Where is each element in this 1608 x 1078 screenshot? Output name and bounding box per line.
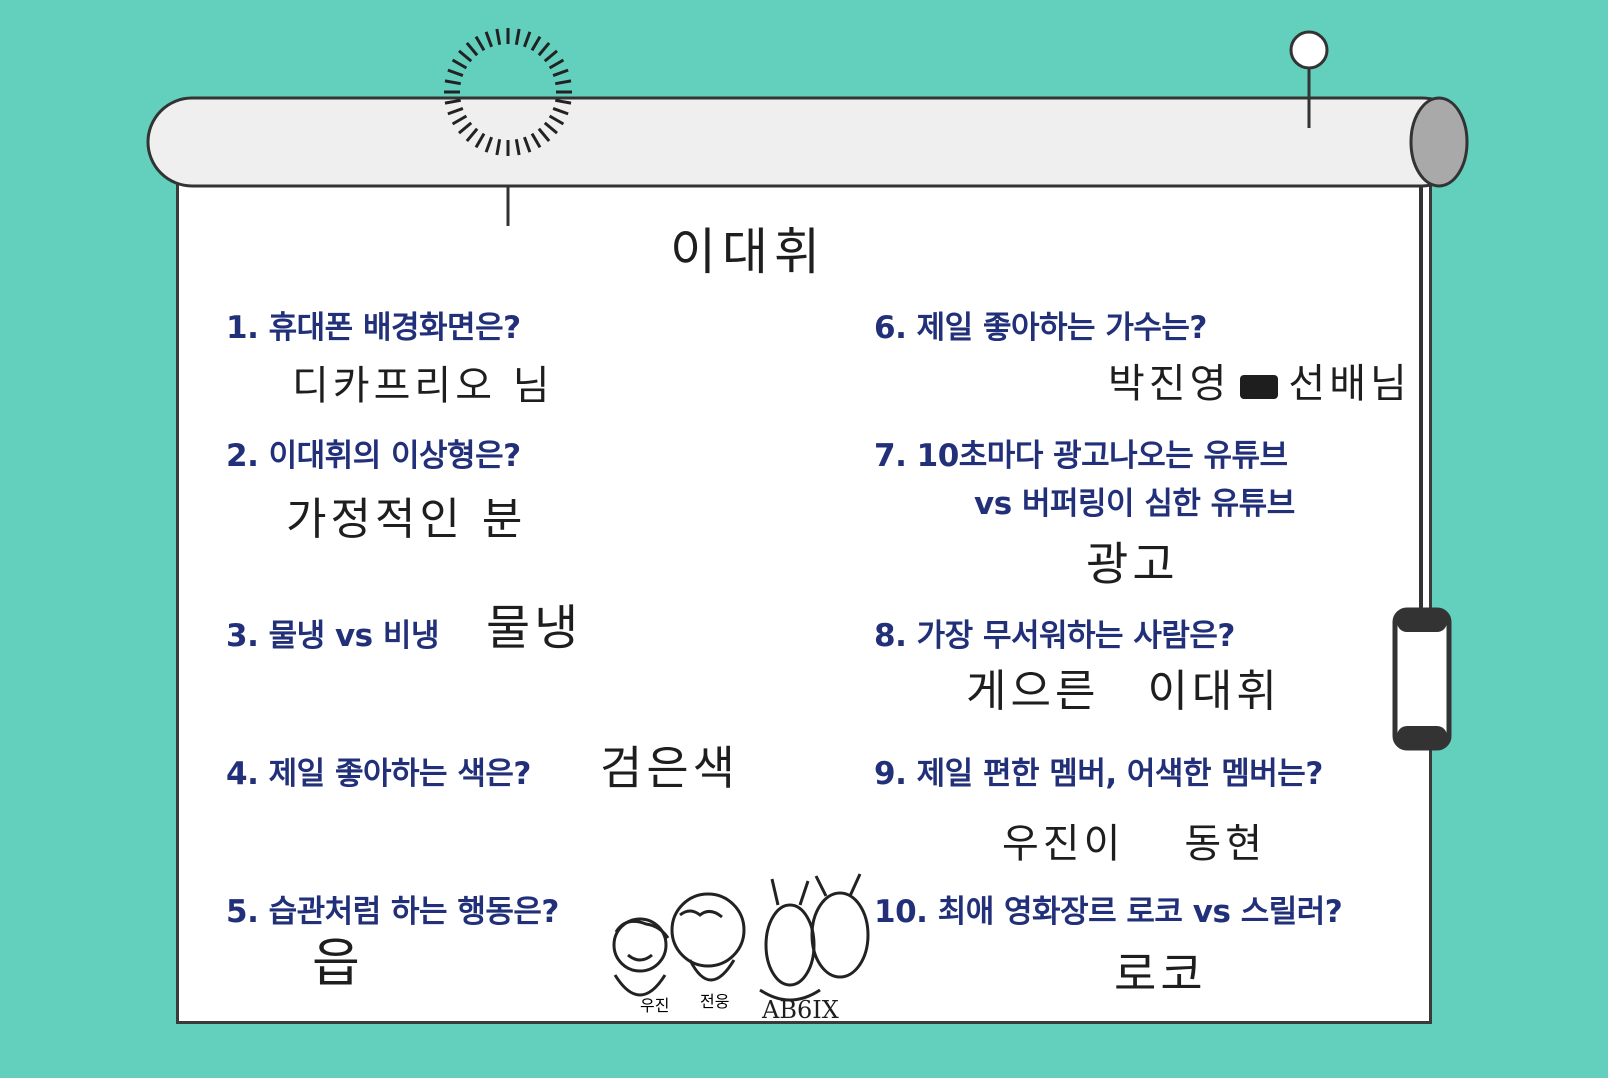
sun-ray [537, 127, 551, 142]
pull-handle-cap-top [1397, 612, 1447, 632]
question-8: 8. 가장 무서워하는 사람은? [874, 618, 1235, 654]
pull-handle-cap-bottom [1397, 726, 1447, 746]
question-7-line-2: vs 버퍼링이 심한 유튜브 [974, 486, 1295, 522]
sun-ray [514, 28, 521, 45]
sun-ray [458, 121, 473, 135]
censor-mark [1240, 375, 1279, 399]
sun-ray [474, 35, 486, 52]
sun-ray [555, 79, 572, 86]
question-4: 4. 제일 좋아하는 색은? [226, 756, 531, 792]
sun-ray [530, 132, 542, 149]
sun-ray [495, 139, 502, 156]
roller-end-cap [1409, 96, 1469, 188]
question-10: 10. 최애 영화장르 로코 vs 스릴러? [874, 894, 1343, 930]
answer-8: 게으른 이대휘 [966, 668, 1281, 716]
screen-sheet [176, 178, 1432, 1024]
sun-ray [447, 68, 464, 77]
sun-ray [552, 68, 569, 77]
group-label: AB6IX [762, 996, 839, 1024]
sun-ray [523, 31, 532, 48]
sun-ray [543, 121, 558, 135]
answer-9-part-1: 우진이 [1002, 821, 1125, 867]
question-3: 3. 물냉 vs 비냉 [226, 618, 439, 654]
answer-6: 박진영 선배님 [1108, 360, 1411, 408]
sun-ray [543, 49, 558, 63]
doodle-label-1: 우진 [640, 996, 670, 1015]
sun-ray [484, 31, 493, 48]
answer-2: 가정적인 분 [286, 494, 527, 545]
sun-ray [548, 58, 565, 70]
sun-ray [548, 114, 565, 126]
answer-6-singer: 박진영 [1108, 361, 1231, 407]
sun-ray [451, 58, 468, 70]
sun-ray [555, 98, 572, 105]
answer-8-part-2: 이대휘 [1147, 666, 1281, 717]
sun-ray [458, 49, 473, 63]
answer-7: 광고 [1086, 537, 1179, 591]
sun-ray [514, 139, 521, 156]
sun-ray [447, 107, 464, 116]
sun-icon [444, 28, 572, 156]
answer-9: 우진이 동현 [1002, 820, 1266, 868]
sun-ray [537, 42, 551, 57]
answer-10: 로코 [1114, 947, 1207, 1001]
sun-ray [465, 127, 479, 142]
question-9: 9. 제일 편한 멤버, 어색한 멤버는? [874, 756, 1323, 792]
answer-9-part-2: 동현 [1184, 821, 1267, 867]
sun-ray [552, 107, 569, 116]
sun-ray [484, 136, 493, 153]
pin-icon [1289, 30, 1329, 70]
name-heading: 이대휘 [670, 223, 826, 281]
roller-bar [146, 96, 1468, 188]
sun-ray [474, 132, 486, 149]
sun-ray [530, 35, 542, 52]
answer-6-suffix: 선배님 [1288, 361, 1411, 407]
question-1: 1. 휴대폰 배경화면은? [226, 310, 521, 346]
sun-ray [444, 98, 461, 105]
answer-3: 물냉 [486, 600, 583, 656]
question-7: 7. 10초마다 광고나오는 유튜브 [874, 438, 1288, 474]
answer-1: 디카프리오 님 [292, 363, 554, 409]
question-2: 2. 이대휘의 이상형은? [226, 438, 521, 474]
question-6: 6. 제일 좋아하는 가수는? [874, 310, 1207, 346]
sun-ray [465, 42, 479, 57]
sun-ray [523, 136, 532, 153]
answer-8-part-1: 게으른 [966, 666, 1100, 717]
sun-ray [495, 28, 502, 45]
doodle-label-2: 전웅 [700, 992, 730, 1011]
doodle-members-icon [612, 873, 870, 1002]
answer-5: 읍 [312, 934, 364, 994]
sun-ray [444, 79, 461, 86]
answer-4: 검은색 [600, 741, 739, 795]
sun-ray [451, 114, 468, 126]
question-5: 5. 습관처럼 하는 행동은? [226, 894, 559, 930]
pull-handle [1392, 607, 1452, 751]
